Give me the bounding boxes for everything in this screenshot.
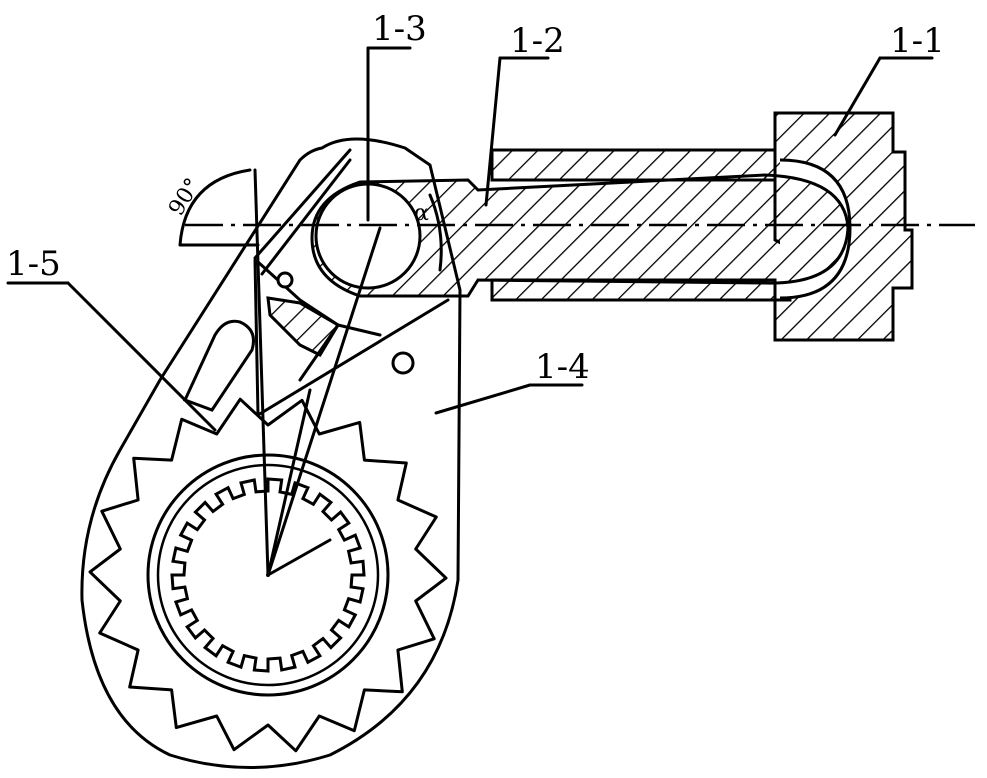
angle-alpha-label: α (414, 201, 429, 226)
angle-alpha-mark: α (414, 193, 443, 272)
rod-body (310, 173, 850, 298)
angle-90-label: 90° (164, 174, 206, 220)
label-1-1-text: 1-1 (890, 21, 945, 61)
sleeve (490, 148, 777, 302)
label-1-4-text: 1-4 (535, 347, 590, 387)
part-1-2-rod (310, 173, 850, 298)
part-1-5-slot (182, 319, 255, 412)
label-1-3-text: 1-3 (372, 9, 427, 49)
part-1-4-lever (80, 137, 462, 769)
label-1-3: 1-3 (366, 9, 427, 222)
label-1-1: 1-1 (833, 21, 945, 137)
label-1-5: 1-5 (6, 244, 217, 432)
pawl (266, 296, 341, 357)
lever-outline (80, 137, 462, 769)
hub-ring-inner (156, 463, 380, 687)
hub (146, 453, 390, 697)
lever-hole (391, 351, 415, 375)
slot-shape (182, 319, 255, 412)
angle-90-mark: 90° (164, 168, 260, 247)
construction-lines (253, 168, 382, 577)
label-1-2: 1-2 (484, 21, 565, 207)
label-1-5-text: 1-5 (6, 244, 61, 284)
label-1-4: 1-4 (434, 347, 590, 415)
label-1-2-text: 1-2 (510, 21, 565, 61)
